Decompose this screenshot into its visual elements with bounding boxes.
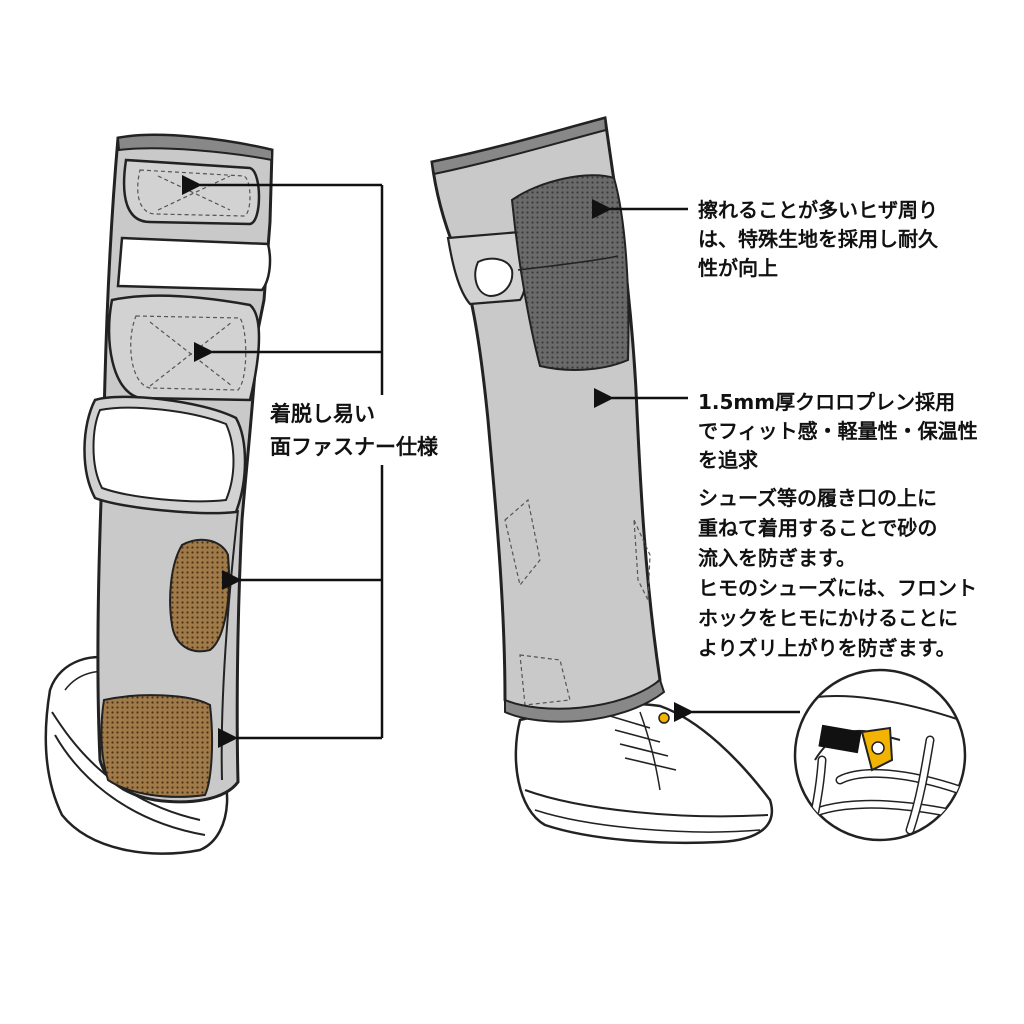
sand-callout-text: シューズ等の履き口の上に 重ねて着用することで砂の 流入を防ぎます。 ヒモのシュ…	[698, 483, 977, 663]
velcro-callout-lines	[182, 175, 384, 748]
knee-callout-text: 擦れることが多いヒザ周り は、特殊生地を採用し耐久 性が向上	[698, 196, 938, 283]
neoprene-callout-text: 1.5mm厚クロロプレン採用 でフィット感・軽量性・保温性 を追求	[698, 388, 978, 475]
sand-line-3: 流入を防ぎます。	[698, 546, 856, 570]
right-gaiter-illustration	[430, 116, 773, 845]
velcro-line-2: 面ファスナー仕様	[270, 435, 438, 459]
neoprene-line-3: を追求	[698, 448, 758, 472]
right-callout-arrows	[592, 199, 800, 722]
knee-line-1: 擦れることが多いヒザ周り	[698, 198, 938, 222]
right-shoe-illustration	[514, 703, 773, 845]
velcro-callout-text: 着脱し易い 面ファスナー仕様	[270, 398, 438, 464]
sand-line-2: 重ねて着用することで砂の	[698, 516, 938, 540]
knee-line-3: 性が向上	[698, 256, 778, 280]
sand-line-1: シューズ等の履き口の上に	[698, 486, 937, 510]
left-gaiter-illustration	[44, 133, 274, 855]
sand-line-4: ヒモのシューズには、フロント	[698, 576, 977, 600]
knee-line-2: は、特殊生地を採用し耐久	[698, 227, 938, 251]
hook-detail-inset	[793, 668, 967, 842]
neoprene-line-1: 1.5mm厚クロロプレン採用	[698, 390, 956, 414]
sand-line-6: よりズリ上がりを防ぎます。	[698, 636, 956, 660]
velcro-line-1: 着脱し易い	[270, 402, 375, 426]
neoprene-line-2: でフィット感・軽量性・保温性	[698, 419, 978, 443]
sand-line-5: ホックをヒモにかけることに	[698, 606, 958, 630]
